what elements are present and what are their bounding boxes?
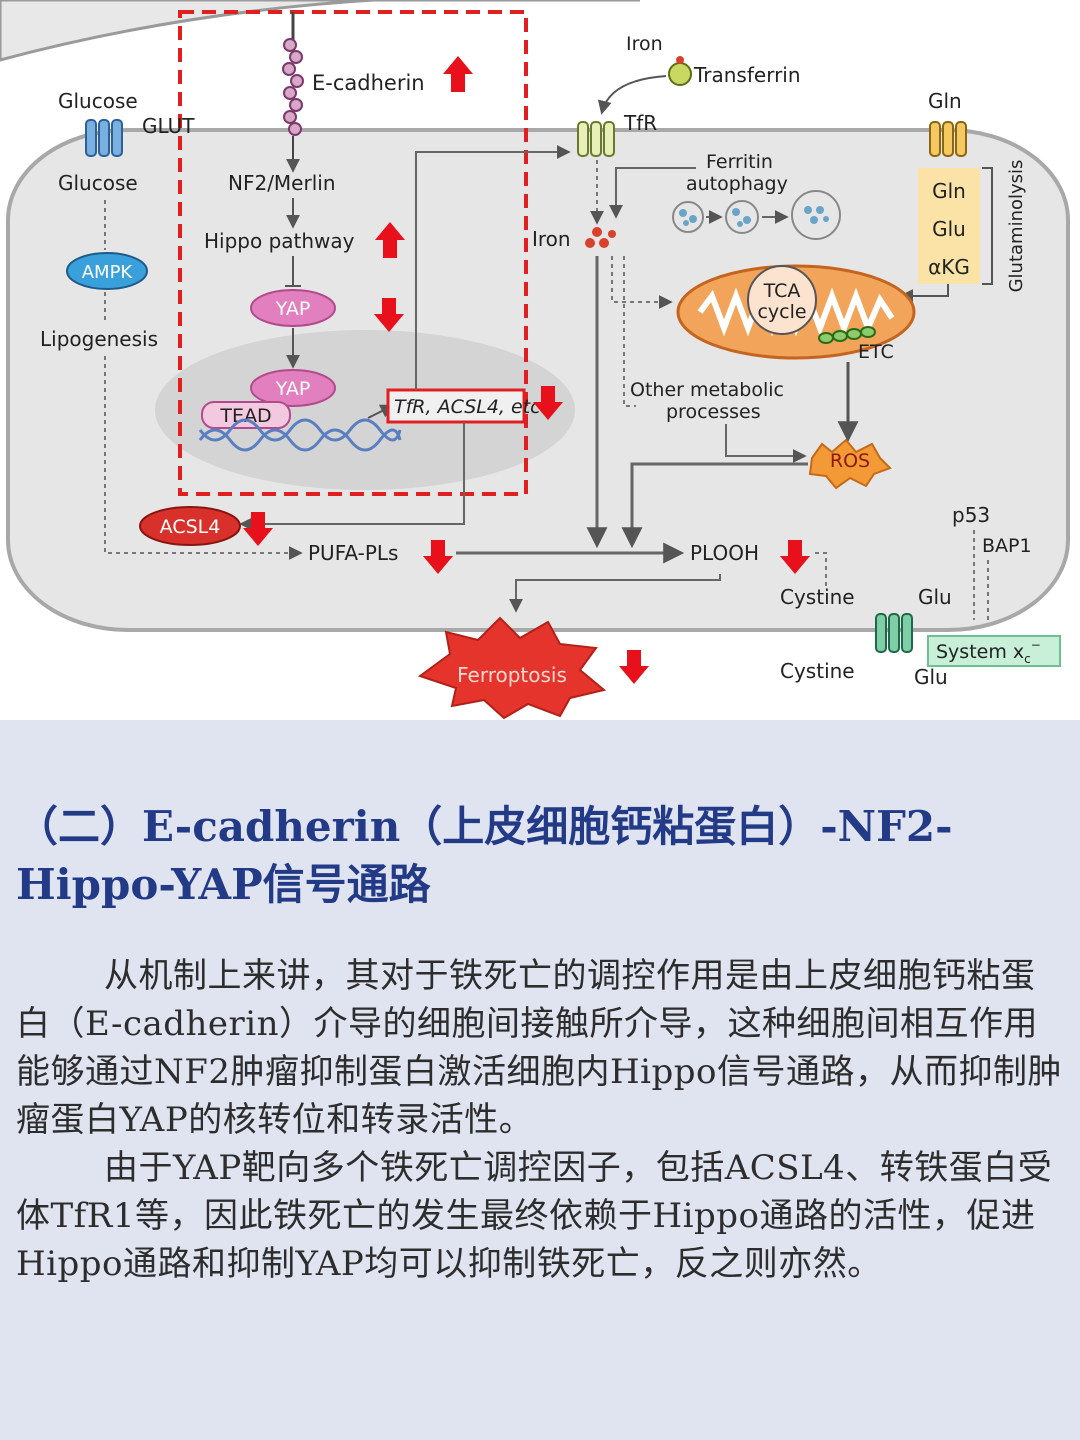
glutaminolysis-label: Glutaminolysis: [1006, 160, 1027, 293]
tfr-label: TfR: [623, 111, 657, 135]
system-xc-transporter: [875, 613, 913, 653]
yap-nucleus-label: YAP: [275, 378, 311, 400]
acsl4-node: [139, 506, 241, 546]
ampk-node: [66, 252, 148, 290]
target-genes-down-arrow: [533, 386, 563, 420]
akg-to-tca-arrow: [899, 284, 949, 303]
plooh-to-ferroptosis-line: [509, 574, 721, 613]
transferrin-node: [668, 62, 692, 86]
ferroptosis-burst: [417, 616, 607, 720]
bap1-label: BAP1: [982, 535, 1032, 557]
ferritin-to-iron-arrow: [609, 167, 696, 219]
tead-label: TEAD: [219, 405, 271, 427]
section-heading: （二）E-cadherin（上皮细胞钙粘蛋白）-NF2-Hippo-YAP信号通…: [16, 802, 953, 909]
explanation-panel: （二）E-cadherin（上皮细胞钙粘蛋白）-NF2-Hippo-YAP信号通…: [0, 720, 1080, 1440]
plooh-down-arrow: [780, 540, 810, 574]
transferrin-iron: [676, 56, 684, 64]
glu-in-label: Glu: [918, 585, 952, 609]
akg-box-label: αKG: [928, 255, 970, 279]
other-to-ros-arrow: [725, 424, 807, 463]
autophagy-vesicles: [672, 190, 841, 240]
ferritin-label: Ferritin: [706, 151, 773, 173]
processes-label: processes: [666, 401, 761, 423]
nucleus: [155, 330, 575, 490]
glutaminolysis-bracket: [982, 167, 993, 285]
glutaminolysis-box: [918, 168, 980, 284]
gln-transporter: [929, 121, 967, 157]
glut-transporter: [85, 119, 123, 157]
autophagy-label: autophagy: [686, 173, 788, 195]
cycle-label: cycle: [757, 301, 806, 323]
e-cadherin-protein: [282, 12, 304, 173]
transferrin-to-tfr-arrow: [597, 75, 667, 115]
tfr-receptor: [577, 121, 615, 157]
iron-cell-label: Iron: [532, 227, 571, 251]
hippo-inhibits-yap: [285, 256, 301, 287]
paragraph-yap-targets: 由于YAP靶向多个铁死亡调控因子，包括ACSL4、转铁蛋白受体TfR1等，因此铁…: [16, 1148, 1053, 1284]
cystine-out-label: Cystine: [780, 659, 855, 683]
target-genes-label: TfR, ACSL4, etc.: [394, 396, 547, 418]
paragraph-mechanism: 从机制上来讲，其对于铁死亡的调控作用是由上皮细胞钙粘蛋白（E-cadherin）…: [16, 956, 1062, 1140]
ferroptosis-down-arrow: [619, 650, 649, 684]
pufa-down-arrow: [423, 540, 453, 574]
yap-protein: [250, 289, 336, 327]
etc-chain: [818, 326, 876, 344]
hippo-pathway-label: Hippo pathway: [204, 229, 355, 253]
dna-helix: [198, 418, 402, 452]
tca-cycle-circle: [747, 265, 817, 335]
etc-label: ETC: [858, 341, 894, 363]
ferroptosis-label: Ferroptosis: [457, 663, 567, 687]
highlight-box: [178, 10, 528, 496]
pufa-pls-label: PUFA-PLs: [308, 541, 398, 565]
ros-burst: [808, 438, 892, 490]
system-xc-label: System xc−: [936, 638, 1041, 666]
ferroptosis-pathway-figure: E-cadherin NF2/Merlin Hippo pathway YAP …: [0, 0, 1080, 720]
cystine-inhibits-plooh: [814, 552, 827, 586]
genes-to-acsl4-line: [239, 422, 465, 531]
glu-out-label: Glu: [914, 665, 948, 689]
genes-to-tfr-line: [415, 145, 571, 390]
neighbor-cell-membrane: [0, 0, 640, 62]
yap-nuclear-protein: [250, 369, 336, 407]
gln-top-label: Gln: [928, 89, 962, 113]
ampk-label: AMPK: [82, 262, 134, 283]
tca-label: TCA: [763, 280, 801, 302]
p53-label: p53: [952, 503, 990, 527]
e-cadherin-label: E-cadherin: [312, 71, 425, 95]
iron-top-label: Iron: [626, 33, 663, 55]
glucose-top-label: Glucose: [58, 89, 138, 113]
glut-label: GLUT: [142, 114, 195, 138]
yap-down-arrow: [374, 298, 404, 332]
ros-to-plooh-line: [621, 462, 808, 549]
acsl4-label: ACSL4: [160, 516, 221, 538]
hippo-up-arrow: [375, 222, 405, 258]
nf2-merlin-label: NF2/Merlin: [228, 171, 336, 195]
gln-box-label: Gln: [932, 179, 966, 203]
iron-particles: [585, 227, 616, 248]
glucose-in-label: Glucose: [58, 171, 138, 195]
glu-box-label: Glu: [932, 217, 966, 241]
yap-label: YAP: [275, 298, 311, 320]
other-metabolic-label: Other metabolic: [630, 379, 784, 401]
lipogenesis-pufa-line: [104, 356, 303, 560]
target-genes-box: [386, 388, 526, 424]
lipogenesis-label: Lipogenesis: [40, 327, 158, 351]
e-cadherin-up-arrow: [443, 56, 473, 92]
plooh-label: PLOOH: [690, 541, 759, 565]
transferrin-label: Transferrin: [693, 63, 801, 87]
pathway-diagram: E-cadherin NF2/Merlin Hippo pathway YAP …: [0, 0, 1070, 720]
system-xc-box: [927, 635, 1061, 667]
tead-box: [201, 401, 291, 429]
acsl4-down-arrow: [243, 512, 273, 546]
ros-label: ROS: [830, 450, 870, 472]
cystine-in-label: Cystine: [780, 585, 855, 609]
iron-to-other-line: [623, 256, 636, 407]
